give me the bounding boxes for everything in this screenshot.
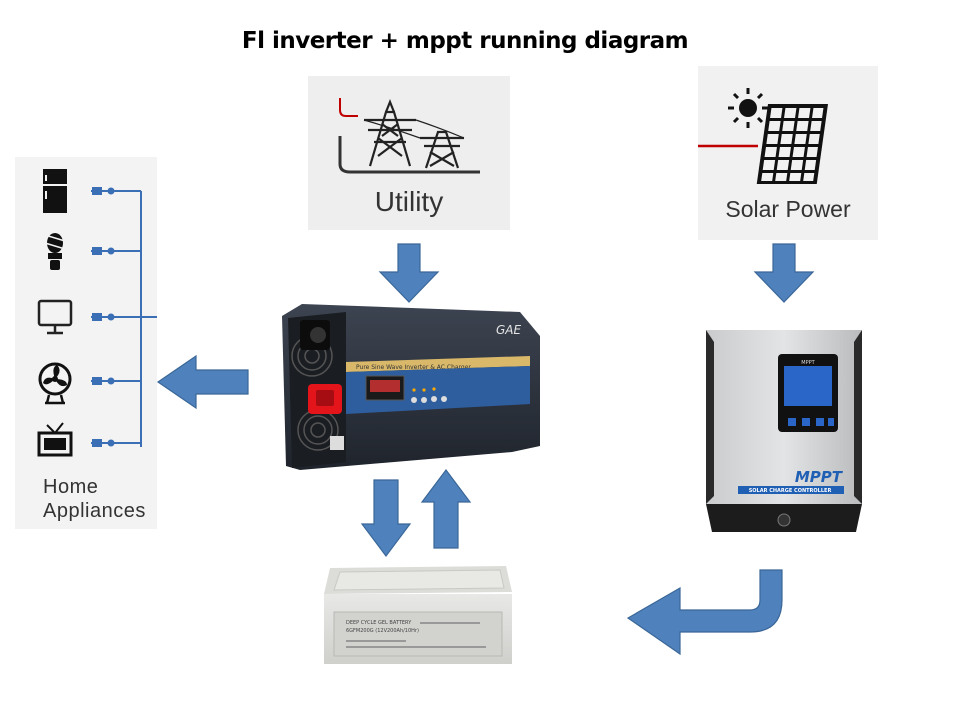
inverter-band-text: Pure Sine Wave Inverter & AC Charger [356, 364, 471, 371]
utility-panel: Utility [308, 76, 510, 230]
fan-icon [38, 362, 72, 405]
inverter-brand-text: GAE [496, 323, 522, 337]
sun-icon [728, 88, 768, 128]
solar-power-panel: Solar Power [698, 66, 878, 240]
controller-to-battery-arrow [626, 569, 783, 656]
power-tower-icon [338, 98, 480, 174]
controller-screen-title: MPPT [801, 360, 815, 366]
utility-label: Utility [374, 186, 444, 217]
tv-icon [37, 422, 73, 457]
controller-brand-text: MPPT [795, 468, 844, 486]
solar-panel-icon [698, 88, 828, 184]
diagram-title: Fl inverter + mppt running diagram [241, 28, 689, 54]
battery-device: DEEP CYCLE GEL BATTERY 6GFM200G (12V200A… [324, 566, 512, 664]
solar-power-label: Solar Power [725, 196, 851, 222]
battery-to-inverter-arrow [420, 469, 472, 549]
mppt-controller-device: MPPT MPPT SOLAR CHARGE CONTROLLER [706, 330, 862, 532]
battery-label-line1: DEEP CYCLE GEL BATTERY [346, 620, 412, 626]
to-appliances-arrow [156, 354, 249, 410]
home-label-line2: Appliances [43, 500, 146, 522]
inverter-device: Pure Sine Wave Inverter & AC Charger GAE [282, 304, 540, 470]
controller-band-text: SOLAR CHARGE CONTROLLER [749, 488, 832, 494]
home-appliances-panel: Home Appliances [15, 157, 157, 529]
solar-down-arrow [753, 243, 815, 303]
battery-label-line2: 6GFM200G (12V200Ah/10Hr) [346, 628, 419, 634]
monitor-icon [37, 299, 73, 335]
fridge-icon [43, 169, 67, 213]
home-label-line1: Home [43, 476, 99, 498]
inverter-to-battery-arrow [360, 479, 412, 557]
utility-down-arrow [378, 243, 440, 303]
home-appliances-label: Home Appliances [43, 475, 146, 523]
light-bulb-icon [44, 233, 66, 270]
